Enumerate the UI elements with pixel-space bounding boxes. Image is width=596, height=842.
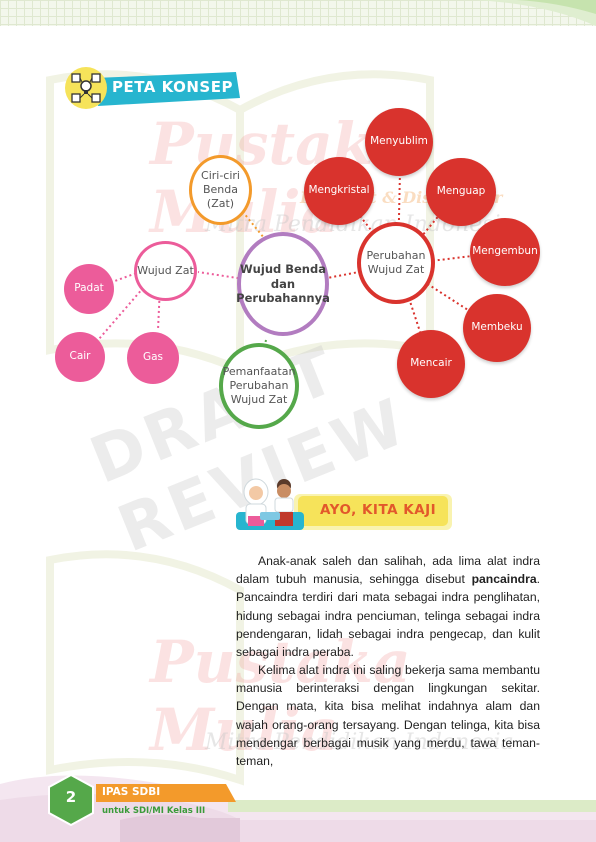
paragraph-1-part-b: . Pancaindra terdiri dari mata sebagai i… [236, 572, 540, 660]
node-pemanfaatan-label: Pemanfaatan Perubahan Wujud Zat [222, 364, 296, 407]
node-wujud-benda: Wujud Benda dan Perubahannya [236, 232, 330, 336]
node-wujud-benda-label: Wujud Benda dan Perubahannya [236, 261, 330, 306]
node-menyublim-label: Menyublim [370, 135, 428, 148]
node-mengkristal: Mengkristal [304, 157, 374, 225]
node-mencair-label: Mencair [410, 357, 452, 370]
paragraph-1-part-a: Anak-anak saleh dan salihah, ada lima al… [236, 554, 540, 587]
peta-konsep-title: PETA KONSEP [112, 78, 233, 96]
node-cair: Cair [55, 332, 105, 382]
footer-book-subtitle: untuk SDI/MI Kelas III [102, 806, 206, 816]
two-children-illustration [243, 478, 294, 526]
node-membeku-label: Membeku [471, 321, 523, 334]
page-number-hexagon [48, 774, 94, 826]
footer-book-title: IPAS SDBI [102, 786, 161, 798]
node-perubahan-wujud-label: Perubahan Wujud Zat [366, 248, 426, 276]
node-padat: Padat [64, 264, 114, 314]
paragraph-kelima-indra: Kelima alat indra ini saling bekerja sam… [236, 663, 540, 769]
node-pemanfaatan: Pemanfaatan Perubahan Wujud Zat [219, 343, 299, 429]
node-padat-label: Padat [74, 282, 104, 295]
page-number: 2 [65, 788, 77, 806]
ayo-kita-kaji-banner: AYO, KITA KAJI [234, 476, 456, 536]
node-cair-label: Cair [69, 350, 91, 363]
node-mengembun: Mengembun [470, 218, 540, 286]
ayo-kita-kaji-title: AYO, KITA KAJI [320, 502, 437, 518]
concept-map-icon [71, 73, 101, 103]
watermark-sub-mitra-lower: Mitra Pendidikan Indonesia [205, 730, 514, 755]
node-menyublim: Menyublim [365, 108, 433, 176]
peta-konsep-banner: PETA KONSEP [64, 66, 240, 112]
node-membeku: Membeku [463, 294, 531, 362]
node-wujud-zat: Wujud Zat [134, 241, 197, 301]
paragraph-pancaindra: Anak-anak saleh dan salihah, ada lima al… [236, 552, 540, 661]
watermark-brand-lower: Pustaka Mulia [150, 628, 411, 764]
top-grid-decoration [0, 0, 596, 26]
footer-orange-tab [96, 784, 236, 802]
node-wujud-zat-label: Wujud Zat [137, 263, 194, 277]
node-gas: Gas [127, 332, 179, 384]
node-mencair: Mencair [397, 330, 465, 398]
node-mengembun-label: Mengembun [472, 245, 538, 258]
node-ciri-ciri-label: Ciri-ciri Benda (Zat) [201, 168, 240, 211]
node-mengkristal-label: Mengkristal [308, 184, 370, 197]
term-pancaindra: pancaindra [471, 572, 537, 587]
node-menguap: Menguap [426, 158, 496, 226]
top-swoosh-decoration [476, 0, 596, 26]
node-ciri-ciri: Ciri-ciri Benda (Zat) [189, 155, 252, 225]
node-perubahan-wujud: Perubahan Wujud Zat [357, 222, 435, 304]
node-menguap-label: Menguap [436, 185, 486, 198]
node-gas-label: Gas [142, 351, 164, 364]
